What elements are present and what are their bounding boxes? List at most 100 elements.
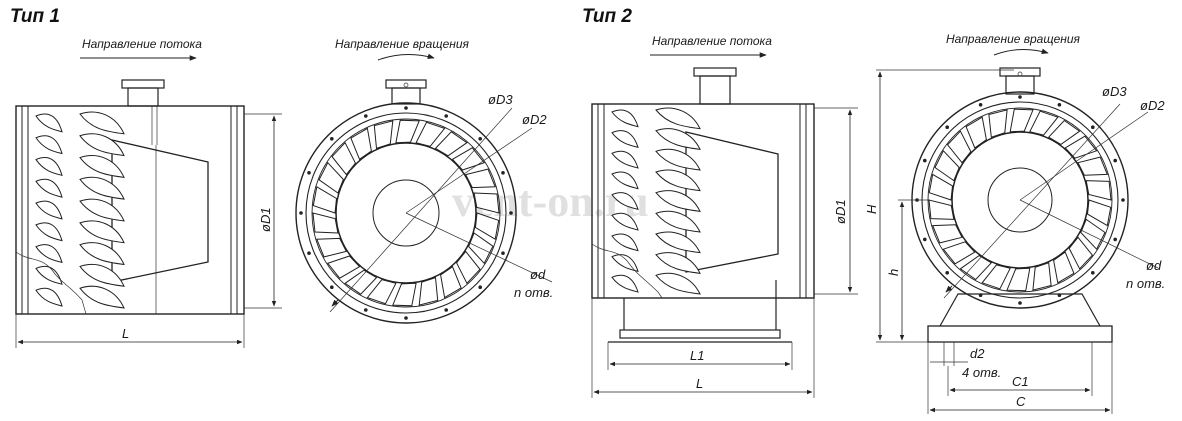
- bolt-hole: [404, 316, 408, 320]
- impeller-blade: [79, 111, 125, 135]
- type1-hole-n-label: n отв.: [514, 285, 553, 300]
- impeller-blade: [35, 157, 63, 177]
- type2-housing: [591, 103, 815, 299]
- impeller-blade: [611, 192, 639, 211]
- impeller-blade: [79, 264, 125, 287]
- type2-c-label: C: [1016, 394, 1026, 409]
- bolt-hole: [307, 171, 311, 175]
- type2-stand-base: [927, 325, 1113, 343]
- type1-title: Тип 1: [10, 6, 60, 27]
- type2-l-label: L: [696, 376, 703, 391]
- impeller-blade: [611, 150, 639, 169]
- type1-d3-label: øD3: [488, 92, 513, 107]
- front-blade: [928, 173, 954, 201]
- bolt-hole: [501, 171, 505, 175]
- type2-c1-label: C1: [1012, 374, 1029, 389]
- type2-pipe: [699, 75, 731, 105]
- bolt-hole: [945, 271, 949, 275]
- type1-front-pipe: [391, 87, 421, 105]
- type1-front-view: Направление вращения øD3 øD2 ød n отв.: [295, 37, 553, 324]
- bolt-hole: [404, 106, 408, 110]
- impeller-blade: [79, 285, 125, 309]
- impeller-blade: [79, 198, 125, 222]
- impeller-blade: [655, 107, 701, 130]
- front-blade: [331, 141, 356, 176]
- type1-hole-d-label: ød: [530, 267, 546, 282]
- impeller-blade: [35, 265, 63, 285]
- impeller-blade: [655, 169, 701, 192]
- front-blade: [928, 199, 955, 220]
- front-blade: [1086, 199, 1112, 227]
- impeller-blade: [35, 178, 63, 198]
- impeller-blade: [79, 133, 125, 157]
- bolt-hole: [1018, 95, 1022, 99]
- type2-hub-center: [987, 167, 1053, 233]
- type1-motor-cone: [111, 139, 209, 283]
- bolt-hole: [1113, 158, 1117, 163]
- bolt-hole: [1113, 237, 1117, 242]
- bolt-hole: [509, 211, 513, 215]
- impeller-blade: [35, 287, 63, 307]
- type2-base-plate: [619, 329, 781, 339]
- impeller-blade: [611, 171, 639, 190]
- front-blade: [1085, 180, 1112, 201]
- type2-d1-label: øD1: [833, 199, 848, 224]
- bolt-hole: [945, 125, 949, 129]
- type2-holes-label: 4 отв.: [962, 365, 1001, 380]
- bolt-hole: [330, 137, 334, 141]
- type1-rotation-arrow: [377, 53, 435, 61]
- bolt-hole: [299, 211, 303, 215]
- type2-motor-cone: [685, 131, 779, 273]
- impeller-blade: [35, 113, 63, 133]
- bolt-hole: [364, 114, 368, 118]
- bolt-hole: [478, 285, 483, 290]
- type2-title: Тип 2: [582, 6, 632, 27]
- type2-rotation-arrow: [993, 48, 1049, 56]
- type2-impeller-blades: [611, 107, 701, 295]
- type1-outer-flange: [295, 102, 517, 324]
- type2-side-view: Направление потока øD1 L1 L: [591, 34, 858, 398]
- type2-d3-label: øD3: [1102, 84, 1127, 99]
- front-blade: [392, 282, 417, 307]
- impeller-blade: [79, 242, 125, 266]
- impeller-blade: [611, 274, 639, 293]
- impeller-blade: [655, 128, 701, 150]
- impeller-blade: [79, 220, 125, 244]
- front-blade: [1006, 267, 1031, 292]
- type2-d2-small-label: d2: [970, 346, 985, 361]
- type2-hub: [951, 131, 1089, 269]
- bolt-hole: [330, 285, 334, 290]
- impeller-blade: [35, 222, 63, 242]
- bolt-hole: [978, 293, 983, 298]
- impeller-blade: [79, 176, 125, 200]
- bolt-hole: [444, 114, 449, 118]
- bolt-hole: [1121, 198, 1125, 202]
- type1-housing-ring: [305, 112, 507, 314]
- type2-bolt-holes: [915, 95, 1125, 305]
- impeller-blade: [79, 155, 125, 178]
- bolt-hole: [478, 137, 483, 141]
- bolt-hole: [1018, 301, 1022, 305]
- type2-l1-label: L1: [690, 348, 704, 363]
- impeller-blade: [611, 233, 639, 252]
- impeller-blade: [611, 212, 639, 231]
- impeller-blade: [655, 210, 701, 233]
- bolt-hole: [978, 103, 983, 107]
- bolt-hole: [364, 308, 368, 312]
- type1-d2-label: øD2: [522, 112, 547, 127]
- type1-d1-label: øD1: [258, 207, 273, 232]
- type2-h-lower-label: h: [886, 269, 901, 276]
- type1-pipe: [127, 87, 159, 107]
- front-blade: [1009, 108, 1034, 133]
- type1-housing: [15, 105, 245, 315]
- bolt-hole: [923, 237, 927, 242]
- type1-rotation-label: Направление вращения: [335, 37, 470, 51]
- type1-hub: [335, 142, 477, 284]
- front-blade: [451, 147, 486, 171]
- impeller-blade: [655, 252, 701, 274]
- impeller-blade: [611, 254, 639, 273]
- impeller-blade: [655, 190, 701, 212]
- type2-flow-label: Направление потока: [652, 34, 772, 48]
- bolt-hole: [1091, 125, 1095, 129]
- bolt-hole: [307, 251, 311, 255]
